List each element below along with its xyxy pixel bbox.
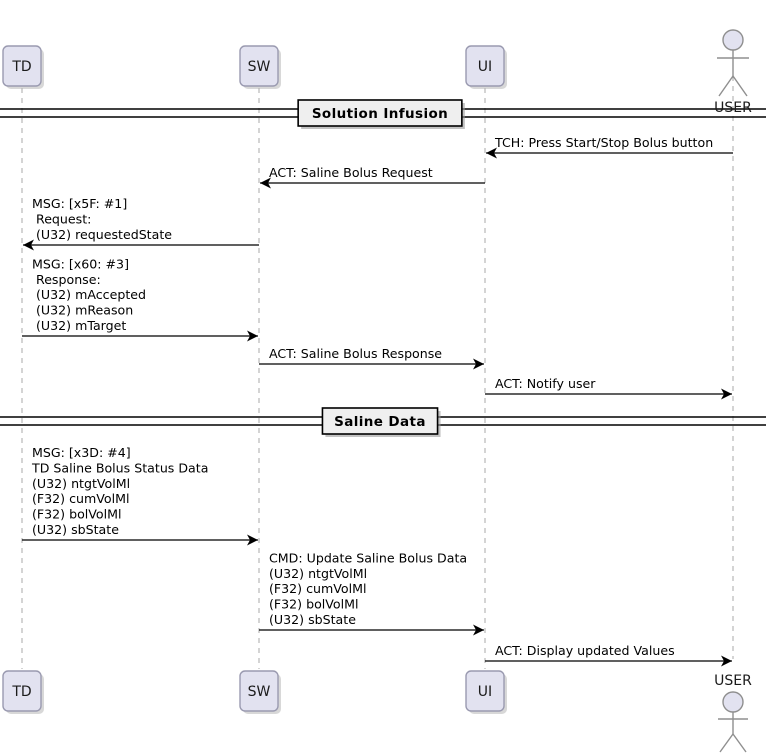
message-label: ACT: Saline Bolus Response [269, 346, 442, 361]
message-arrowhead-icon [473, 358, 484, 370]
divider-label: Saline Data [334, 414, 426, 430]
message-m7[interactable]: MSG: [x3D: #4]TD Saline Bolus Status Dat… [22, 445, 258, 546]
message-label-line: Request: [32, 212, 91, 227]
message-arrowhead-icon [260, 177, 271, 189]
message-label-line: ACT: Saline Bolus Response [269, 346, 442, 361]
actor-leg-left-icon [718, 75, 734, 97]
message-arrowhead-icon [721, 655, 732, 667]
message-label: ACT: Saline Bolus Request [269, 165, 433, 180]
message-label-line: (F32) bolVolMl [269, 597, 359, 612]
message-arrowhead-icon [23, 239, 34, 251]
actor-head-icon [722, 29, 744, 51]
participant-label: SW [248, 59, 271, 75]
message-label: MSG: [x5F: #1] Request: (U32) requestedS… [32, 196, 172, 242]
actor-head-icon [722, 691, 744, 713]
message-m9[interactable]: ACT: Display updated Values [485, 643, 732, 667]
divider-label: Solution Infusion [312, 106, 448, 122]
actor-leg-right-icon [732, 75, 748, 97]
participant-label: SW [248, 684, 271, 700]
message-label: CMD: Update Saline Bolus Data(U32) ntgtV… [269, 550, 467, 627]
message-arrowhead-icon [473, 624, 484, 636]
message-label: ACT: Notify user [495, 376, 596, 391]
message-label: TCH: Press Start/Stop Bolus button [494, 135, 713, 150]
message-label-line: ACT: Saline Bolus Request [269, 165, 433, 180]
message-m3[interactable]: MSG: [x5F: #1] Request: (U32) requestedS… [23, 196, 259, 251]
message-m5[interactable]: ACT: Saline Bolus Response [259, 346, 484, 370]
actor-leg-right-icon [732, 733, 747, 753]
message-label-line: (F32) cumVolMl [269, 581, 366, 596]
message-arrowhead-icon [247, 534, 258, 546]
message-label: MSG: [x3D: #4]TD Saline Bolus Status Dat… [31, 445, 208, 537]
message-arrowhead-icon [247, 330, 258, 342]
participant-ui[interactable]: UI [465, 45, 507, 89]
message-label-line: (U32) sbState [32, 522, 119, 537]
message-m2[interactable]: ACT: Saline Bolus Request [260, 165, 485, 189]
message-label-line: TD Saline Bolus Status Data [31, 460, 208, 475]
participant-ui[interactable]: UI [465, 670, 507, 714]
lifelines-layer [21, 66, 734, 669]
participant-label: USER [714, 100, 752, 116]
participant-label: UI [478, 59, 492, 75]
divider-box [321, 407, 439, 435]
message-label-line: (U32) requestedState [32, 227, 172, 242]
message-label: ACT: Display updated Values [495, 643, 675, 658]
message-m6[interactable]: ACT: Notify user [485, 376, 732, 400]
participants-layer: TD TD SW SW UI UI USER USER [2, 29, 752, 753]
participant-box[interactable] [2, 670, 42, 712]
message-label-line: MSG: [x3D: #4] [32, 445, 131, 460]
message-m1[interactable]: TCH: Press Start/Stop Bolus button [486, 135, 733, 159]
participant-box[interactable] [465, 670, 505, 712]
message-label-line: CMD: Update Saline Bolus Data [269, 550, 467, 565]
participant-td[interactable]: TD [2, 45, 44, 89]
message-label-line: (F32) cumVolMl [32, 491, 129, 506]
message-label-line: (U32) mTarget [32, 318, 126, 333]
participant-label: TD [11, 59, 31, 75]
message-label-line: (U32) mAccepted [32, 287, 146, 302]
message-label: MSG: [x60: #3] Response: (U32) mAccepted… [32, 256, 146, 333]
participant-label: USER [714, 673, 752, 689]
participant-box[interactable] [465, 45, 505, 87]
message-label-line: ACT: Notify user [495, 376, 596, 391]
participant-td[interactable]: TD [2, 670, 44, 714]
participant-label: TD [11, 684, 31, 700]
divider-box [297, 99, 463, 127]
message-arrowhead-icon [721, 388, 732, 400]
participant-box[interactable] [239, 670, 279, 712]
participant-user-bottom[interactable]: USER [714, 673, 752, 753]
message-label-line: ACT: Display updated Values [495, 643, 675, 658]
divider-1: Saline Data [0, 407, 766, 437]
message-label-line: (U32) sbState [269, 612, 356, 627]
participant-user[interactable]: USER [714, 29, 752, 116]
message-label-line: MSG: [x60: #3] [32, 256, 129, 271]
divider-0: Solution Infusion [0, 99, 766, 129]
message-m8[interactable]: CMD: Update Saline Bolus Data(U32) ntgtV… [259, 550, 484, 636]
participant-box[interactable] [239, 45, 279, 87]
participant-sw[interactable]: SW [239, 670, 281, 714]
message-label-line: MSG: [x5F: #1] [32, 196, 127, 211]
message-m4[interactable]: MSG: [x60: #3] Response: (U32) mAccepted… [22, 256, 258, 342]
message-label-line: TCH: Press Start/Stop Bolus button [494, 135, 713, 150]
message-label-line: (U32) ntgtVolMl [269, 566, 367, 581]
participant-label: UI [478, 684, 492, 700]
message-label-line: (U32) ntgtVolMl [32, 476, 130, 491]
participant-sw[interactable]: SW [239, 45, 281, 89]
participant-box[interactable] [2, 45, 42, 87]
message-label-line: (U32) mReason [32, 303, 133, 318]
actor-leg-left-icon [719, 733, 734, 753]
message-label-line: Response: [32, 272, 101, 287]
message-label-line: (F32) bolVolMl [32, 507, 122, 522]
message-arrowhead-icon [486, 147, 497, 159]
